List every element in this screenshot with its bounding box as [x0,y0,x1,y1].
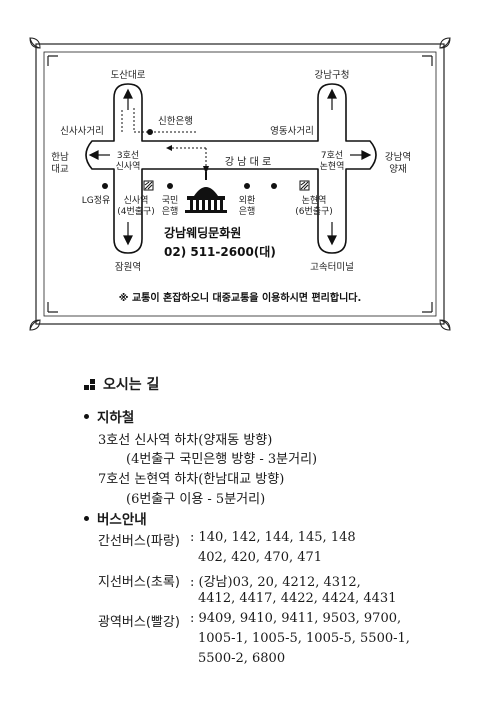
traffic-notice: ※ 교통이 혼잡하오니 대중교통을 이용하시면 편리합니다. [119,291,362,304]
walking-route [121,108,207,170]
subway-line-3: 7호선 논현역 하차(한남대교 방향) [98,472,285,487]
map-frame [29,37,451,331]
subway-line-4: (6번출구 이용 - 5분거리) [126,492,266,507]
shinhan-bank-marker [147,129,153,135]
directions-title: 오시는 길 [103,377,160,393]
bus-heading-text: 버스안내 [97,512,147,528]
directions-header: 오시는 길 [84,374,159,394]
dosan-label: 도산대로 [111,70,146,81]
hannam-label-2: 대교 [51,164,69,175]
line3-label: 3호선 [117,150,139,161]
express-terminal-label: 고속터미널 [310,262,354,273]
nonhyeon-marker [271,183,277,189]
metro-bus-routes: : 9409, 9410, 9411, 9503, 9700, [190,611,402,626]
kebank-label-2: 은행 [239,205,256,217]
road-network [85,83,377,254]
subway-heading: 지하철 [84,406,134,426]
route-arrow [166,145,172,151]
bullet-dot-icon [84,515,89,521]
nonhyeon-exit-label-2: (6번출구) [295,206,333,217]
jamwon-label: 잠원역 [115,262,141,273]
map-labels: 도산대로 강남구청 신한은행 신사사거리 영동사거리 한남 대교 3호선 신사역… [51,70,411,304]
sinsa-exit-label-2: (4번출구) [117,206,155,217]
subway-exit-icon [143,180,154,191]
trunk-bus-routes: : 140, 142, 144, 145, 148 [190,530,356,545]
yeongdong-cross-label: 영동사거리 [270,126,314,137]
kookmin-label-2: 은행 [162,205,179,217]
venue-phone: 02) 511-2600(대) [164,245,276,259]
metro-bus-routes-3: 5500-2, 6800 [198,651,286,666]
kookmin-label: 국민 [162,195,179,206]
metro-bus-label: 광역버스(빨강) [98,615,180,630]
branch-bus-label: 지선버스(초록) [98,575,180,590]
trunk-bus-routes-2: 402, 420, 470, 471 [198,550,323,565]
gangnam-station-label: 강남역 [385,152,411,163]
road-label: 강 남 대 로 [225,156,271,168]
venue-building-icon [185,172,227,213]
yangjae-label: 양재 [389,164,406,175]
trunk-bus-label: 간선버스(파랑) [98,534,180,549]
kebank-label: 외환 [239,194,256,206]
section-bullet-icon [84,378,95,390]
hannam-label: 한남 [51,152,69,163]
line7-station-label: 논현역 [320,161,345,172]
shinhan-label: 신한은행 [158,115,193,127]
road-arrows [88,88,372,246]
subway-line-1: 3호선 신사역 하차(양재동 방향) [98,433,273,448]
route-arrow-down [203,166,209,174]
subway-exit-icon [299,180,310,191]
sinsa-exit-label: 신사역 [124,195,149,206]
bus-heading: 버스안내 [84,508,147,528]
gangnam-gu-label: 강남구청 [315,70,350,81]
sinsa-cross-label: 신사사거리 [60,126,104,137]
lg-label: LG정유 [82,195,111,206]
subway-line-2: (4번출구 국민은행 방향 - 3분거리) [126,452,318,467]
venue-name: 강남웨딩문화원 [164,225,241,240]
subway-heading-text: 지하철 [97,410,135,426]
nonhyeon-exit-label: 논현역 [302,195,327,206]
metro-bus-routes-2: 1005-1, 1005-5, 1005-5, 5500-1, [198,631,410,646]
branch-bus-routes-2: 4412, 4417, 4422, 4424, 4431 [198,591,397,606]
line7-label: 7호선 [321,150,343,161]
branch-bus-routes: : (강남)03, 20, 4212, 4312, [190,575,361,590]
line3-station-label: 신사역 [116,161,141,172]
location-map: 도산대로 강남구청 신한은행 신사사거리 영동사거리 한남 대교 3호선 신사역… [29,37,451,331]
lg-marker [102,183,108,189]
bullet-dot-icon [84,413,89,419]
kookmin-marker [167,183,173,189]
kebank-marker [244,183,250,189]
